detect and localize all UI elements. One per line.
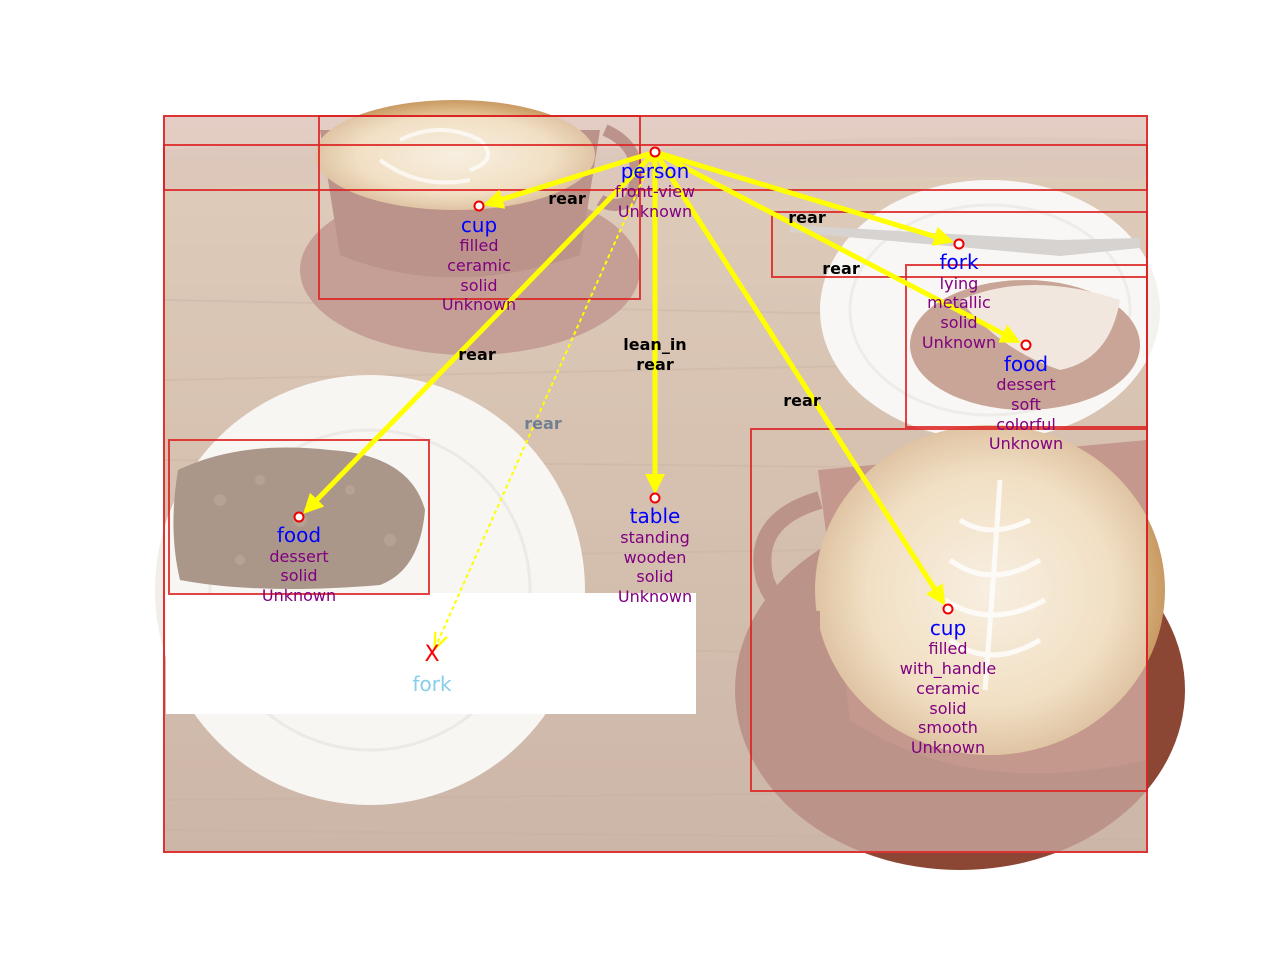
relation-label-cup-bottom: rear bbox=[783, 391, 821, 410]
bbox-cup-bottom bbox=[750, 428, 1148, 792]
object-attribute: filled bbox=[929, 639, 968, 658]
object-label-cup-top: cup filled ceramic solid Unknown bbox=[442, 213, 516, 314]
relation-label-missing-fork: rear bbox=[524, 414, 562, 433]
object-attribute: Unknown bbox=[262, 586, 336, 605]
object-attribute: Unknown bbox=[911, 738, 985, 757]
object-label-food-right: food dessert soft colorful Unknown bbox=[989, 352, 1063, 453]
object-name: person bbox=[621, 159, 690, 183]
object-attribute: ceramic bbox=[916, 679, 980, 698]
object-name: cup bbox=[930, 616, 966, 640]
object-name: cup bbox=[461, 213, 497, 237]
object-attribute: standing bbox=[620, 528, 689, 547]
object-attribute: solid bbox=[460, 276, 497, 295]
node-food-right bbox=[1020, 339, 1032, 351]
object-attribute: with_handle bbox=[900, 659, 996, 679]
relation-label-table-2: rear bbox=[636, 355, 674, 374]
relation-label-cup-top: rear bbox=[548, 189, 586, 208]
object-attribute: wooden bbox=[624, 548, 687, 567]
object-attribute: solid bbox=[929, 699, 966, 718]
missing-object-panel bbox=[166, 593, 696, 714]
object-attribute: Unknown bbox=[989, 434, 1063, 453]
object-label-food-left: food dessert solid Unknown bbox=[262, 523, 336, 605]
arrow-person-food-right bbox=[653, 149, 1021, 344]
node-cup-bottom bbox=[942, 603, 954, 615]
object-attribute: Unknown bbox=[618, 202, 692, 221]
object-label-person: person front-view Unknown bbox=[615, 159, 695, 221]
node-fork bbox=[953, 238, 965, 250]
relation-labels: rear rear rear rear lean_in rear rear re… bbox=[458, 189, 860, 433]
object-attribute: soft bbox=[1011, 395, 1041, 414]
object-name: fork bbox=[939, 250, 979, 274]
object-attribute: colorful bbox=[996, 415, 1056, 434]
object-attribute: lying bbox=[940, 274, 979, 293]
object-attribute: solid bbox=[940, 313, 977, 332]
relation-arrows bbox=[303, 149, 1021, 646]
arrow-person-missing-fork bbox=[436, 151, 656, 646]
object-attribute: solid bbox=[636, 567, 673, 586]
object-label-cup-bottom: cup filled with_handle ceramic solid smo… bbox=[900, 616, 996, 757]
object-attribute: solid bbox=[280, 566, 317, 585]
arrow-person-cup-top bbox=[483, 149, 656, 209]
bbox-food-left bbox=[168, 439, 430, 595]
missing-object-marker: X bbox=[424, 642, 439, 667]
node-table bbox=[649, 492, 661, 504]
relation-label-food-left: rear bbox=[458, 345, 496, 364]
object-label-table: table standing wooden solid Unknown bbox=[618, 504, 692, 606]
object-attribute: dessert bbox=[269, 547, 328, 566]
object-attribute: filled bbox=[460, 236, 499, 255]
node-cup-top bbox=[473, 200, 485, 212]
relation-label-table-1: lean_in bbox=[623, 335, 686, 354]
node-person bbox=[649, 146, 661, 158]
object-attribute: front-view bbox=[615, 182, 695, 201]
arrow-person-fork bbox=[654, 149, 954, 246]
missing-object-label: fork bbox=[412, 672, 452, 696]
object-attribute: ceramic bbox=[447, 256, 511, 275]
object-name: food bbox=[277, 523, 321, 547]
bbox-food-right bbox=[905, 264, 1148, 428]
object-attribute: metallic bbox=[927, 293, 991, 312]
object-attribute: Unknown bbox=[618, 587, 692, 606]
arrow-person-food-left bbox=[303, 150, 657, 514]
object-attribute: Unknown bbox=[442, 295, 516, 314]
relation-label-fork: rear bbox=[788, 208, 826, 227]
bbox-cup-top bbox=[318, 115, 641, 300]
object-attribute: dessert bbox=[996, 375, 1055, 394]
object-attribute: Unknown bbox=[922, 333, 996, 352]
node-food-left bbox=[293, 511, 305, 523]
missing-object: X fork bbox=[412, 642, 452, 696]
node-dots bbox=[293, 146, 1032, 615]
arrow-person-cup-bottom bbox=[652, 150, 946, 606]
object-name: table bbox=[630, 504, 681, 528]
bbox-fork bbox=[771, 211, 1148, 278]
object-attribute: smooth bbox=[918, 718, 978, 737]
object-label-fork: fork lying metallic solid Unknown bbox=[922, 250, 996, 352]
relation-label-food-right: rear bbox=[822, 259, 860, 278]
object-name: food bbox=[1004, 352, 1048, 376]
